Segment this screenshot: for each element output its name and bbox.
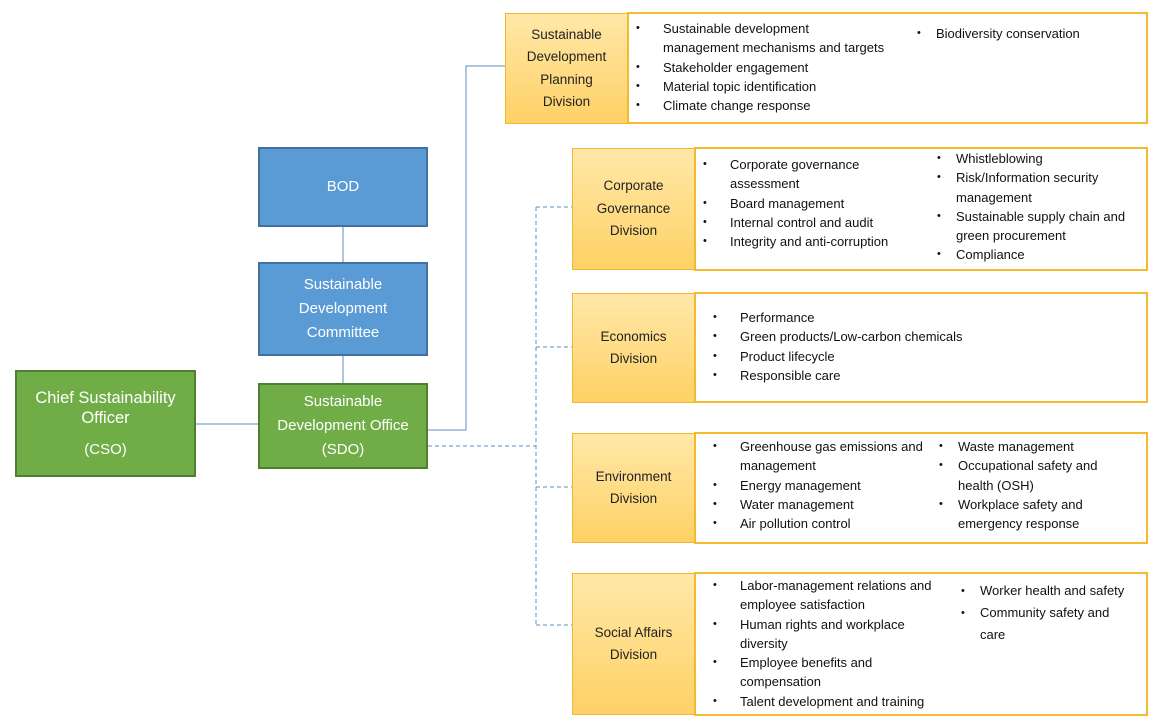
list-item: Corporate governance <box>696 155 888 175</box>
list-item: compensation <box>740 674 821 690</box>
list-item: assessment <box>730 176 800 192</box>
environment-name-1: Environment <box>595 468 672 484</box>
list-item: management mechanisms and targets <box>663 40 885 56</box>
list-item: Water management <box>706 495 923 515</box>
environment-name-2: Division <box>609 491 658 506</box>
planning-name-1: Sustainable <box>531 26 602 42</box>
list-item: Risk/Information security <box>930 168 1125 188</box>
committee-line1: Sustainable <box>303 276 383 293</box>
list-item: Stakeholder engagement <box>629 58 884 78</box>
list-item: emergency response <box>958 516 1080 532</box>
committee-line3: Committee <box>306 324 380 341</box>
list-item: Performance <box>706 308 963 328</box>
planning-name-3: Planning <box>540 71 593 87</box>
bod-box: BOD <box>258 147 428 227</box>
cso-title-line2: Officer <box>81 408 130 427</box>
governance-name-1: Corporate <box>603 178 664 194</box>
social-name-2: Division <box>609 647 658 662</box>
planning-list-2: Biodiversity conservation <box>910 24 1080 44</box>
committee-line2: Development <box>298 300 388 317</box>
list-item: Waste management <box>932 437 1097 457</box>
social-name-1: Social Affairs <box>594 624 673 640</box>
list-item: Integrity and anti-corruption <box>696 232 888 252</box>
list-item: Board management <box>696 194 888 214</box>
list-item: Sustainable development <box>629 19 884 39</box>
sdo-line1: Sustainable <box>303 393 383 410</box>
social-division-box: Social Affairs Division <box>572 573 695 715</box>
list-item: diversity <box>740 635 788 651</box>
list-item: green procurement <box>956 228 1066 244</box>
list-item: Talent development and training <box>706 692 932 712</box>
list-item: Compliance <box>930 245 1125 265</box>
list-item: Greenhouse gas emissions and <box>706 437 923 457</box>
list-item: Biodiversity conservation <box>910 24 1080 44</box>
list-item: employee satisfaction <box>740 597 866 613</box>
list-item: Worker health and safety <box>954 580 1124 602</box>
list-item: Material topic identification <box>629 77 884 97</box>
list-item: Community safety and <box>954 602 1124 624</box>
governance-name-2: Governance <box>596 200 671 216</box>
economics-list-1: Performance Green products/Low-carbon ch… <box>706 308 963 385</box>
sdo-line2: Development Office <box>277 417 409 434</box>
list-item: management <box>956 189 1032 205</box>
list-item: Employee benefits and <box>706 653 932 673</box>
cso-title-line1: Chief Sustainability <box>35 388 176 407</box>
economics-name-1: Economics <box>600 328 667 344</box>
list-item: Internal control and audit <box>696 213 888 233</box>
cso-abbr: (CSO) <box>84 440 127 458</box>
list-item: Product lifecycle <box>706 347 963 367</box>
list-item: Green products/Low-carbon chemicals <box>706 327 963 347</box>
governance-name-3: Division <box>609 223 658 239</box>
social-list-1: Labor-management relations and employee … <box>706 576 932 711</box>
governance-details: Corporate governance assessment Board ma… <box>694 147 1148 271</box>
planning-name-4: Division <box>542 94 591 109</box>
social-list-2: Worker health and safety Community safet… <box>954 580 1124 646</box>
environment-division-box: Environment Division <box>572 433 695 543</box>
social-details: Labor-management relations and employee … <box>694 572 1148 716</box>
list-item: Climate change response <box>629 96 884 116</box>
planning-name-2: Development <box>526 49 607 64</box>
governance-list-2: Whistleblowing Risk/Information security… <box>930 149 1125 265</box>
list-item: care <box>980 627 1006 642</box>
list-item: health (OSH) <box>958 477 1034 493</box>
planning-details: Sustainable development management mecha… <box>627 12 1148 124</box>
list-item: Human rights and workplace <box>706 615 932 635</box>
list-item: Air pollution control <box>706 514 923 534</box>
list-item: Responsible care <box>706 366 963 386</box>
environment-list-1: Greenhouse gas emissions and management … <box>706 437 923 534</box>
list-item: Sustainable supply chain and <box>930 207 1125 227</box>
governance-list-1: Corporate governance assessment Board ma… <box>696 155 888 252</box>
sdo-box: Sustainable Development Office (SDO) <box>258 383 428 469</box>
sdo-line3: (SDO) <box>321 441 365 458</box>
environment-details: Greenhouse gas emissions and management … <box>694 432 1148 544</box>
list-item: Occupational safety and <box>932 456 1097 476</box>
sdo-planning-line <box>428 65 505 431</box>
list-item: Whistleblowing <box>930 149 1125 169</box>
cso-box: Chief Sustainability Officer (CSO) <box>15 370 196 477</box>
economics-division-box: Economics Division <box>572 293 695 403</box>
bod-label: BOD <box>326 178 360 195</box>
committee-box: Sustainable Development Committee <box>258 262 428 356</box>
planning-list-1: Sustainable development management mecha… <box>629 19 885 116</box>
list-item: Workplace safety and <box>932 495 1097 515</box>
economics-details: Performance Green products/Low-carbon ch… <box>694 292 1148 403</box>
environment-list-2: Waste management Occupational safety and… <box>932 437 1097 533</box>
governance-division-box: Corporate Governance Division <box>572 148 695 270</box>
list-item: Energy management <box>706 476 923 496</box>
list-item: Labor-management relations and <box>706 576 932 596</box>
planning-division-box: Sustainable Development Planning Divisio… <box>505 13 628 124</box>
economics-name-2: Division <box>609 351 658 366</box>
list-item: management <box>740 458 816 474</box>
